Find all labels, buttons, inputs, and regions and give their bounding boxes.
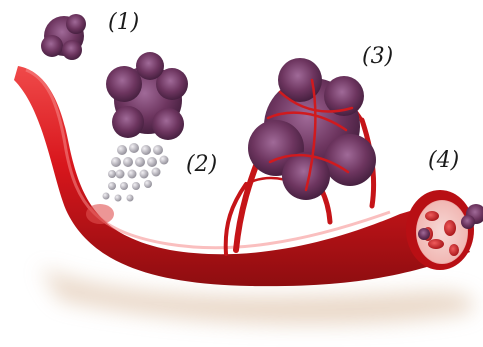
stage-2-label: (2) xyxy=(186,154,217,176)
shed-tumor-cells xyxy=(103,143,169,202)
stage-4-label: (4) xyxy=(428,150,459,172)
growing-tumor xyxy=(106,52,188,140)
red-blood-cell xyxy=(444,220,456,236)
red-blood-cell xyxy=(425,211,439,221)
small-tumor-cluster xyxy=(41,14,86,60)
stage-1-label: (1) xyxy=(108,12,139,34)
vessel-bulge xyxy=(86,204,114,224)
stage-3-label: (3) xyxy=(362,46,393,68)
blood-vessel xyxy=(14,66,470,286)
red-blood-cell xyxy=(428,239,444,249)
vessel-cross-section xyxy=(406,190,483,270)
red-blood-cell xyxy=(449,244,459,256)
